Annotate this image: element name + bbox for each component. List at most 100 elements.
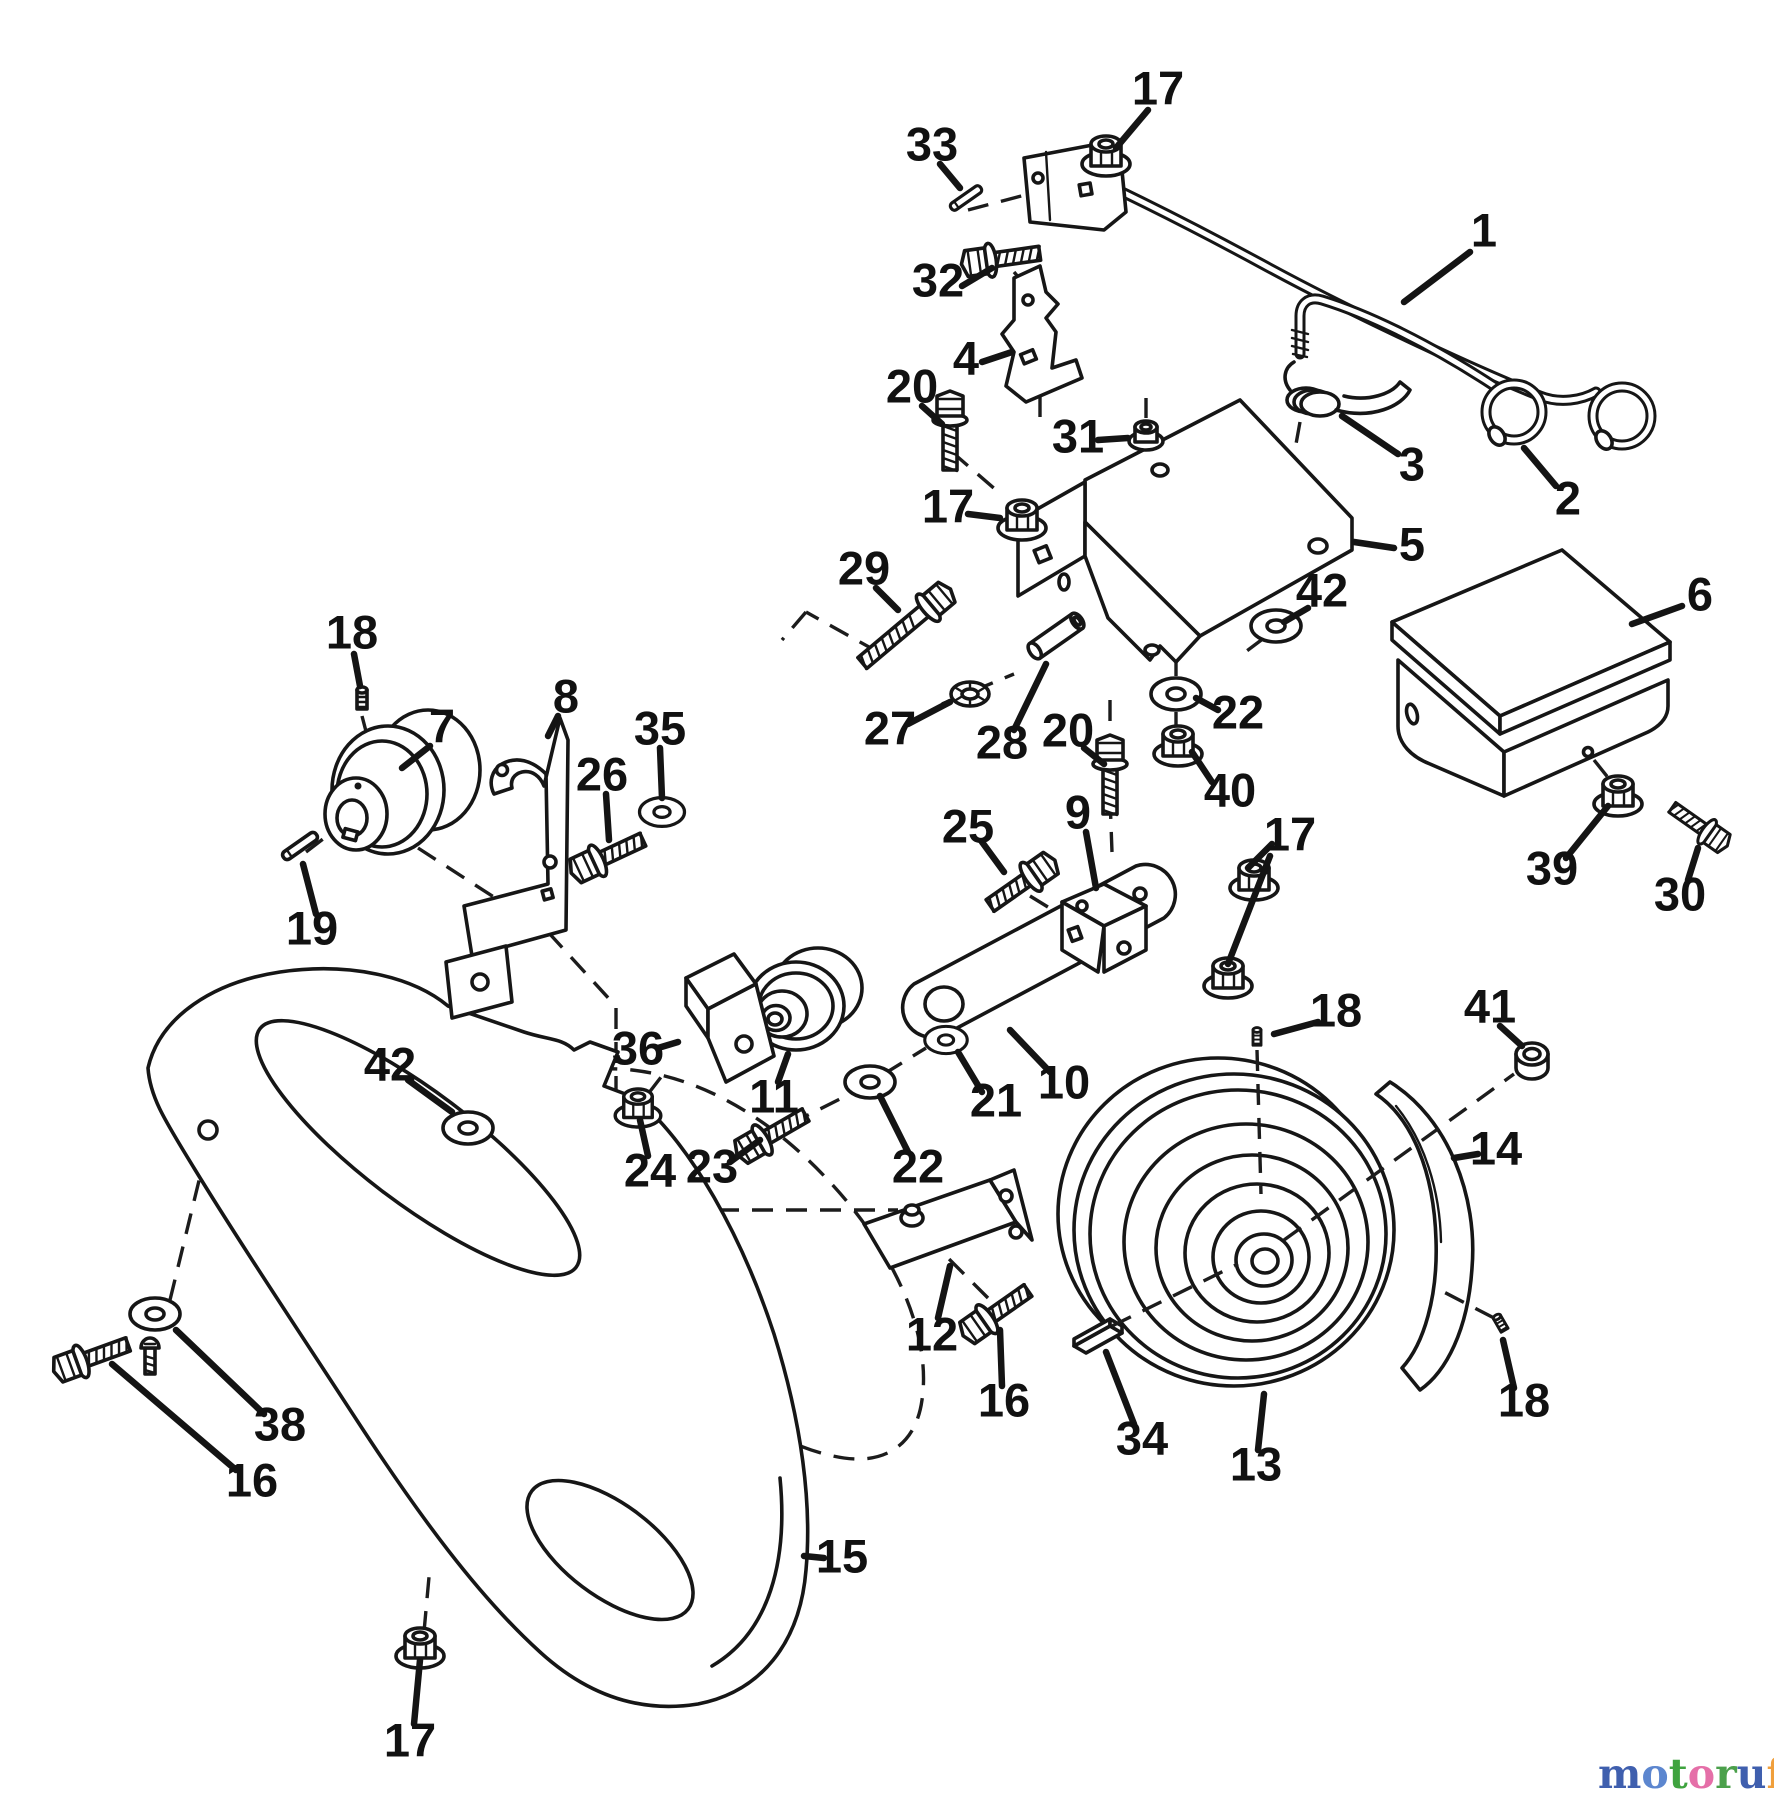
- part-35-washer: [637, 795, 687, 829]
- diagram-line: [1487, 425, 1507, 447]
- callout-leader-31: [1094, 434, 1132, 444]
- callout-31: 31: [1052, 409, 1104, 462]
- callout-leader-16: [996, 1326, 1006, 1390]
- assembly-dash-line: [1238, 636, 1266, 658]
- diagram-line: [1032, 544, 1053, 565]
- callout-leader-20: [918, 402, 946, 428]
- assembly-dash-line: [1029, 894, 1057, 914]
- diagram-line: [1498, 640, 1672, 736]
- callout-18: 18: [326, 605, 378, 658]
- callout-leader-42: [1280, 604, 1312, 626]
- callout-leader-36: [654, 1038, 682, 1052]
- callout-11: 11: [749, 1069, 799, 1122]
- assembly-dash-lines-over: [1111, 1049, 1515, 1328]
- assembly-dash-line: [967, 188, 1045, 212]
- diagram-line: [542, 854, 558, 870]
- watermark-text: motoruf.de: [1598, 1750, 1774, 1798]
- callout-22: 22: [1212, 685, 1264, 738]
- callout-leader-3: [1338, 412, 1402, 458]
- diagram-line: [1083, 520, 1202, 664]
- diagram-line: [1290, 328, 1310, 336]
- callout-4: 4: [953, 331, 979, 384]
- diagram-line: [923, 985, 965, 1023]
- callout-14: 14: [1470, 1121, 1522, 1174]
- assembly-dash-line: [646, 1066, 670, 1096]
- callout-7: 7: [429, 699, 455, 752]
- assembly-dash-line: [1439, 1288, 1495, 1320]
- part-18-set-screw: [1251, 1026, 1263, 1047]
- diagram-line: [1297, 296, 1497, 389]
- diagram-line: [470, 972, 490, 992]
- diagram-line: [1394, 1104, 1443, 1244]
- diagram-line: [197, 1119, 219, 1141]
- callout-leader-17: [964, 510, 1004, 522]
- callout-42: 42: [1296, 563, 1348, 616]
- diagram-line: [1396, 658, 1506, 798]
- diagram-line: [1283, 360, 1296, 392]
- diagram-line: [146, 966, 810, 1709]
- assembly-dash-line: [780, 610, 808, 642]
- diagram-line: [540, 887, 555, 902]
- callout-leader-30: [1684, 844, 1702, 884]
- diagram-line: [1374, 1080, 1475, 1392]
- part-22-washer: [843, 1064, 897, 1100]
- part-42-washer: [441, 1110, 495, 1146]
- callout-leader-4: [978, 348, 1016, 366]
- callout-leader-27: [904, 698, 954, 728]
- part-13-drive-pulley: [1056, 1056, 1396, 1388]
- callout-leader-33: [936, 160, 964, 192]
- assembly-dash-line: [883, 1046, 927, 1076]
- callout-leader-19: [299, 860, 320, 918]
- diagram-line: [1116, 940, 1132, 956]
- callout-40: 40: [1204, 763, 1256, 816]
- callout-leader-28: [1010, 660, 1050, 734]
- callout-leader-25: [978, 838, 1008, 876]
- diagram-line: [470, 1067, 926, 1461]
- diagram-line: [1590, 384, 1654, 448]
- diagram-line: [903, 1203, 921, 1217]
- callout-18: 18: [1310, 983, 1362, 1036]
- watermark-letter: u: [1737, 1750, 1767, 1798]
- diagram-line: [1102, 904, 1148, 974]
- callout-5: 5: [1399, 517, 1425, 570]
- callout-leader-22: [876, 1092, 912, 1156]
- callout-leader-7: [398, 742, 434, 772]
- diagram-line: [1581, 745, 1595, 759]
- callout-17: 17: [1264, 807, 1316, 860]
- watermark-letter: o: [1641, 1750, 1668, 1798]
- diagram-line: [1404, 702, 1420, 726]
- callout-34: 34: [1116, 1411, 1168, 1464]
- callout-10: 10: [1038, 1055, 1090, 1108]
- callout-28: 28: [976, 715, 1028, 768]
- diagram-line: [1066, 924, 1084, 944]
- callout-leader-18: [1499, 1336, 1518, 1392]
- part-36-bracket: [684, 952, 776, 1084]
- callout-leader-35: [656, 744, 666, 802]
- callout-2: 2: [1555, 471, 1581, 524]
- callout-38: 38: [254, 1397, 306, 1450]
- callout-17: 17: [384, 1713, 436, 1766]
- diagram-line: [1290, 336, 1310, 344]
- callout-39: 39: [1526, 841, 1578, 894]
- part-8-bracket: [444, 716, 570, 1020]
- callout-leader-42: [404, 1076, 456, 1116]
- callout-17: 17: [922, 479, 974, 532]
- callout-leader-39: [1562, 802, 1612, 862]
- part-4-bracket: [1000, 264, 1084, 404]
- diagram-line: [494, 762, 510, 778]
- callout-leader-10: [1006, 1026, 1054, 1076]
- callout-29: 29: [838, 541, 890, 594]
- assembly-dash-line: [805, 610, 879, 654]
- diagram-line: [1077, 181, 1094, 198]
- diagram-line: [1483, 381, 1545, 443]
- callout-leader-17: [1224, 852, 1274, 968]
- callout-32: 32: [912, 253, 964, 306]
- diagram-line: [734, 1034, 754, 1054]
- diagram-line: [1291, 352, 1309, 359]
- assembly-dash-line: [417, 846, 521, 916]
- callout-27: 27: [864, 701, 916, 754]
- callout-24: 24: [624, 1143, 676, 1196]
